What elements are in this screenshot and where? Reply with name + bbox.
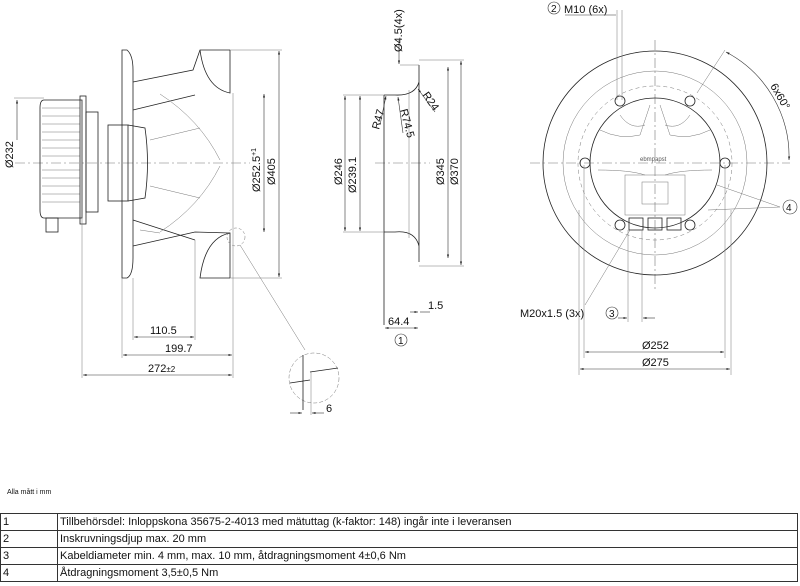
technical-drawing: Ø232 Ø405 Ø252.5+1 110.5 199.7 272±2 6 — [4, 1, 798, 415]
dim-6: 6 — [326, 403, 332, 415]
front-view: ebmpapst 2 M10 (6x) 6x60° 4 M20x1.5 (3x)… — [520, 1, 798, 375]
callout-1: 1 — [398, 336, 404, 347]
row-text: Åtdragningsmoment 3,5±0,5 Nm — [57, 564, 798, 582]
inlet-cone-view: Ø4.5(4x) R24 R47 R74.5 Ø246 Ø239.1 Ø345 … — [333, 9, 464, 347]
motor-fins — [597, 104, 713, 216]
outer-ring — [542, 50, 768, 276]
dim-d252-5: Ø252.5+1 — [251, 148, 263, 192]
row-text: Inskruvningsdjup max. 20 mm — [57, 530, 798, 548]
row-text: Tillbehörsdel: Inloppskona 35675-2-4013 … — [57, 513, 798, 531]
cable-glands — [628, 217, 682, 231]
dim-r47: R47 — [370, 108, 387, 131]
dim-d345: Ø345 — [435, 158, 447, 185]
callout-1-circle — [394, 333, 408, 347]
label-m10: M10 (6x) — [564, 4, 607, 16]
callout-4: 4 — [786, 203, 792, 214]
side-view: Ø232 Ø405 Ø252.5+1 110.5 199.7 272±2 6 — [4, 49, 340, 415]
row-text: Kabeldiameter min. 4 mm, max. 10 mm, åtd… — [57, 547, 798, 565]
row-number: 2 — [0, 530, 58, 548]
row-number: 4 — [0, 564, 58, 582]
flange — [121, 49, 134, 279]
dim-r24: R24 — [420, 90, 441, 113]
dim-d239-1: Ø239.1 — [347, 157, 359, 193]
dim-d370: Ø370 — [449, 158, 461, 185]
units-note: Alla mått i mm — [7, 489, 52, 496]
dim-199-7: 199.7 — [165, 343, 193, 355]
motor-body — [39, 95, 148, 233]
dim-d232: Ø232 — [4, 141, 16, 168]
impeller — [132, 49, 234, 279]
detail-marker — [226, 227, 246, 247]
row-number: 1 — [0, 513, 58, 531]
dim-d252: Ø252 — [642, 340, 669, 352]
dim-1-5: 1.5 — [428, 300, 443, 312]
dim-110-5: 110.5 — [150, 325, 177, 337]
dim-64-4: 64.4 — [388, 316, 409, 328]
label-m20: M20x1.5 (3x) — [520, 308, 584, 320]
callout-3: 3 — [609, 309, 615, 320]
detail-circle — [288, 352, 340, 404]
dim-d275: Ø275 — [642, 357, 669, 369]
logo: ebmpapst — [640, 157, 667, 163]
dim-272: 272±2 — [148, 363, 176, 375]
label-angle: 6x60° — [767, 82, 792, 112]
callout-2: 2 — [551, 4, 557, 15]
dim-d246: Ø246 — [333, 158, 345, 185]
row-number: 3 — [0, 547, 58, 565]
dim-d405: Ø405 — [266, 158, 278, 185]
dim-hole: Ø4.5(4x) — [393, 9, 405, 52]
